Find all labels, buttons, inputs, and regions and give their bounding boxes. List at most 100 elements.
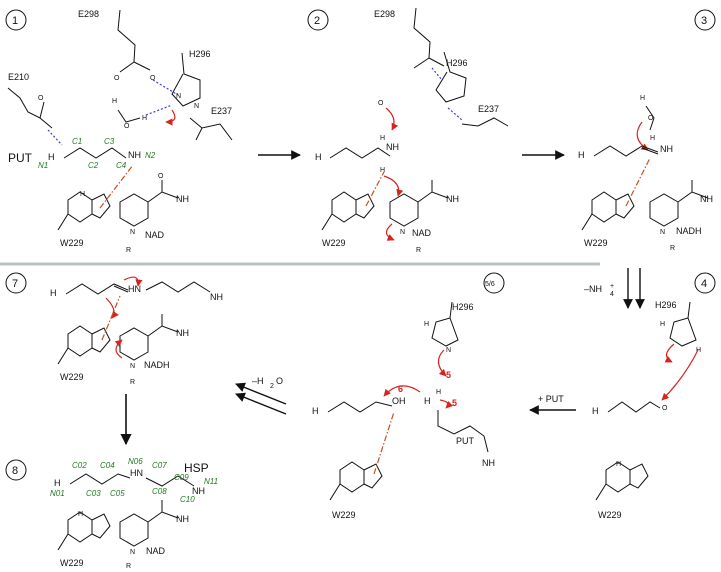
svg-text:NH: NH: [192, 486, 205, 496]
step-6-label: 6: [398, 384, 403, 394]
residue-w229: W229: [60, 558, 84, 568]
svg-text:H: H: [424, 321, 429, 328]
svg-text:H: H: [380, 167, 385, 174]
svg-text:2: 2: [270, 383, 274, 390]
svg-text:HN: HN: [130, 468, 143, 478]
svg-text:H: H: [592, 406, 599, 416]
atom-c09: C09: [174, 473, 189, 482]
panel-3: 3 H O H H NH W229 NH N NADH R: [578, 9, 716, 252]
residue-h296: H296: [446, 58, 468, 68]
svg-text:HN: HN: [128, 284, 141, 294]
svg-text:O: O: [124, 123, 130, 130]
svg-text:NAD: NAD: [145, 230, 165, 240]
atom-c03: C03: [86, 489, 101, 498]
svg-text:H: H: [424, 396, 431, 406]
arrow-56-7a: [235, 382, 287, 405]
atom-n06: N06: [128, 457, 143, 466]
atom-n2: N2: [145, 151, 156, 160]
panel-number: 4: [701, 278, 707, 290]
hsp-label: HSP: [184, 461, 209, 475]
plus-put-label: + PUT: [538, 394, 564, 404]
residue-e237: E237: [478, 104, 499, 114]
svg-text:NH: NH: [482, 458, 495, 468]
residue-w229: W229: [60, 238, 84, 248]
svg-text:N: N: [130, 363, 135, 370]
step-5-label: 5: [446, 370, 451, 380]
residue-e298: E298: [78, 9, 99, 19]
panel-8: 8 HSP H HN NH N01 C02 C03 C04 C05 N06 C0…: [5, 457, 218, 570]
atom-n1: N1: [38, 161, 48, 170]
svg-text:H: H: [142, 115, 147, 122]
svg-text:O: O: [38, 95, 44, 102]
svg-text:H: H: [578, 150, 585, 160]
minus-nh4-label: –NH: [584, 284, 602, 294]
svg-text:H: H: [380, 135, 385, 142]
svg-text:NH: NH: [386, 142, 399, 152]
panel-number: 1: [12, 15, 18, 27]
svg-text:+: +: [610, 283, 614, 290]
arrow-56-7b: [235, 392, 287, 415]
atom-c04: C04: [100, 461, 115, 470]
svg-text:R: R: [126, 247, 131, 254]
svg-text:H: H: [696, 347, 701, 354]
svg-text:H: H: [112, 98, 117, 105]
residue-e298: E298: [374, 9, 395, 19]
svg-text:N: N: [400, 229, 405, 236]
step-5b-label: 5: [452, 398, 457, 408]
svg-text:NH: NH: [700, 194, 713, 204]
svg-text:NH: NH: [210, 292, 223, 302]
svg-text:H: H: [312, 406, 319, 416]
svg-text:O: O: [158, 173, 164, 180]
panel-4: 4 H296 H H H O H W229: [592, 272, 716, 520]
svg-text:O: O: [662, 405, 668, 412]
svg-text:H: H: [650, 135, 655, 142]
panel-number: 7: [12, 278, 18, 290]
svg-text:NAD: NAD: [146, 546, 166, 556]
put-label: PUT: [456, 436, 475, 446]
svg-text:R: R: [130, 379, 135, 386]
svg-text:NAD: NAD: [412, 228, 432, 238]
svg-text:N: N: [176, 93, 181, 100]
svg-text:R: R: [670, 245, 675, 252]
svg-text:H: H: [616, 461, 621, 468]
panel-number: 5/6: [485, 281, 495, 288]
atom-c10: C10: [180, 495, 195, 504]
atom-c3: C3: [104, 137, 115, 146]
svg-text:O: O: [150, 75, 156, 82]
svg-text:N: N: [194, 103, 199, 110]
panel-1: 1 E298 O O N N H296 E210 O H O H E237 PU…: [5, 9, 233, 254]
svg-text:H: H: [660, 321, 665, 328]
svg-text:H: H: [48, 152, 55, 162]
panel-number: 8: [12, 465, 18, 477]
svg-text:R: R: [416, 247, 421, 254]
panel-number: 3: [701, 15, 707, 27]
residue-h296: H296: [452, 302, 474, 312]
put-label: PUT: [8, 151, 33, 165]
atom-c02: C02: [72, 461, 87, 470]
atom-c07: C07: [152, 461, 167, 470]
atom-c1: C1: [72, 137, 82, 146]
atom-n01: N01: [50, 489, 65, 498]
svg-text:NH: NH: [176, 328, 189, 338]
minus-h2o-label: –H: [252, 376, 264, 386]
panel-2: 2 E298 H296 E237 O H NH H H W229 NH N NA…: [307, 7, 509, 254]
residue-w229: W229: [60, 372, 84, 382]
atom-c05: C05: [110, 489, 125, 498]
svg-text:NADH: NADH: [676, 226, 702, 236]
svg-text:H: H: [315, 152, 322, 162]
svg-text:NH: NH: [660, 144, 673, 154]
residue-h296: H296: [189, 49, 211, 59]
svg-text:O: O: [276, 376, 283, 386]
svg-text:H: H: [78, 511, 83, 518]
svg-text:N: N: [130, 549, 135, 556]
svg-text:N: N: [446, 347, 451, 354]
residue-e237: E237: [211, 106, 232, 116]
atom-c4: C4: [116, 161, 127, 170]
svg-text:O: O: [378, 100, 384, 107]
svg-text:NH: NH: [176, 514, 189, 524]
atom-n11: N11: [204, 477, 218, 486]
svg-text:NH: NH: [176, 194, 189, 204]
svg-text:H: H: [436, 389, 441, 396]
svg-text:NADH: NADH: [144, 360, 170, 370]
